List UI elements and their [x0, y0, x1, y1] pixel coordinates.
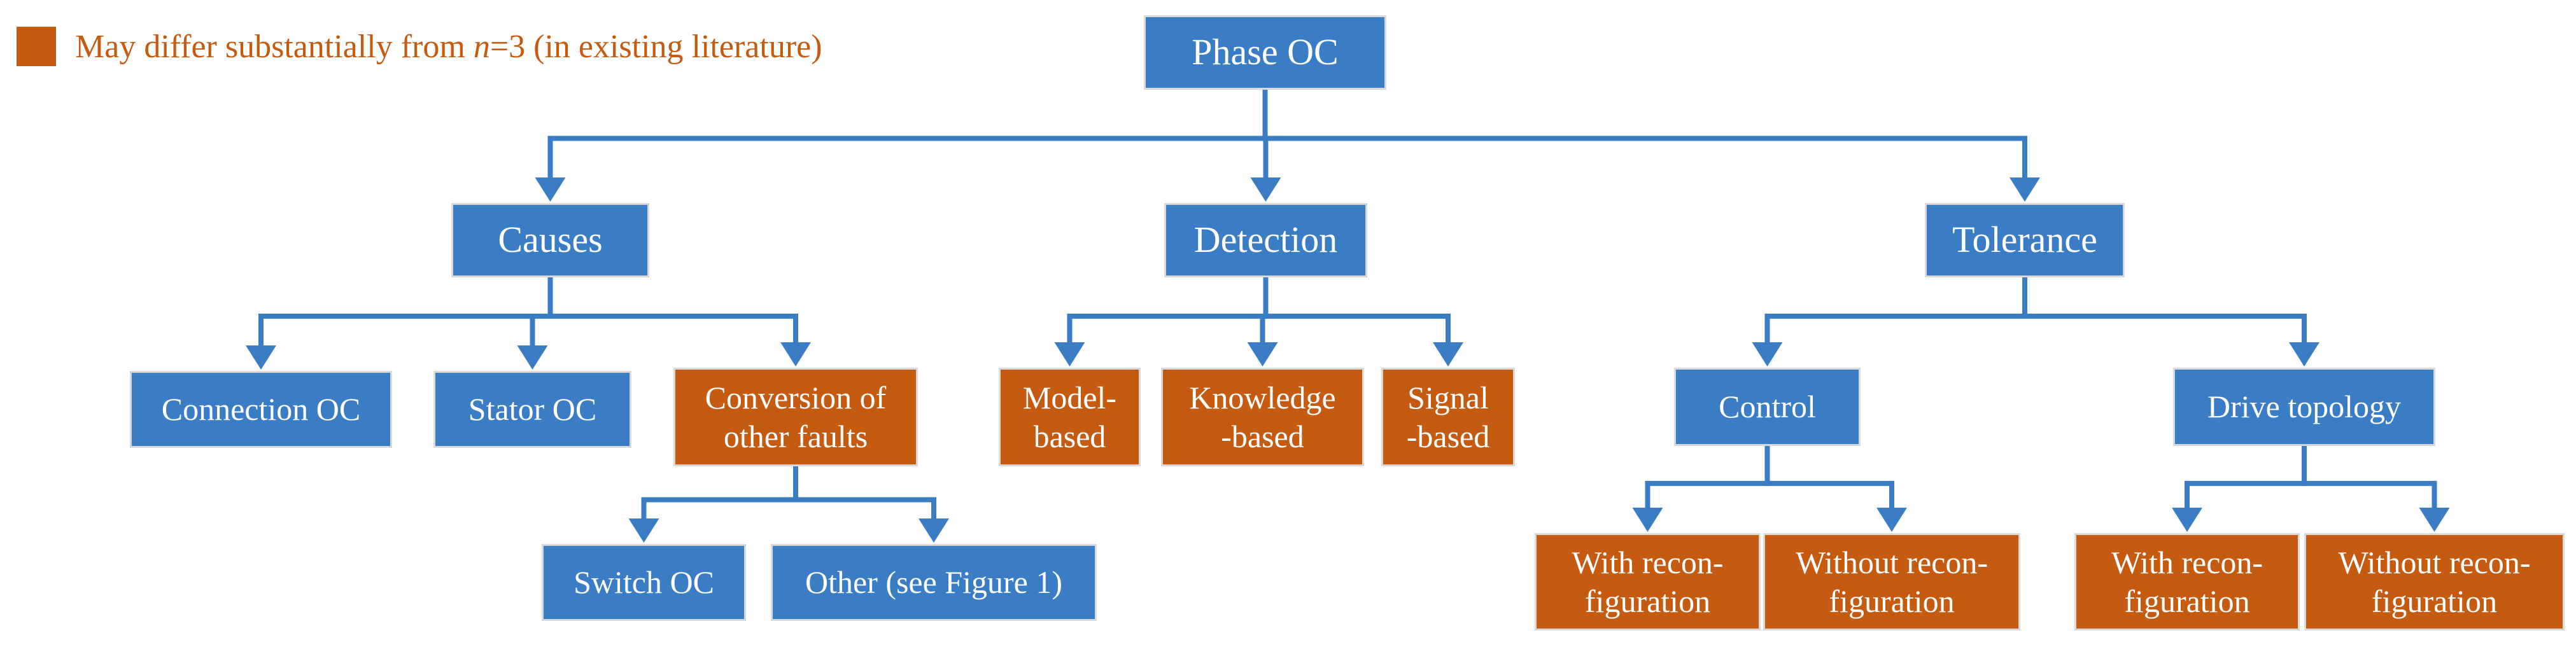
arrowhead-icon	[1632, 508, 1663, 532]
arrowhead-icon	[2009, 177, 2040, 202]
legend: May differ substantially from n=3 (in ex…	[17, 27, 822, 66]
node-topology-with-reconfiguration: With recon- figuration	[2074, 533, 2300, 630]
arrowhead-icon	[2419, 508, 2450, 532]
arrowhead-icon	[1752, 342, 1783, 366]
node-causes: Causes	[451, 203, 649, 277]
node-detection: Detection	[1164, 203, 1367, 277]
node-signal-based: Signal -based	[1381, 368, 1515, 466]
arrowhead-icon	[517, 345, 548, 370]
node-conversion-of-other-faults: Conversion of other faults	[673, 368, 918, 466]
arrowhead-icon	[1250, 177, 1281, 202]
arrowhead-icon	[780, 342, 811, 366]
node-control: Control	[1674, 368, 1861, 446]
arrowhead-icon	[2172, 508, 2202, 532]
arrowhead-icon	[2289, 342, 2319, 366]
legend-variable: n	[473, 28, 490, 65]
node-control-with-reconfiguration: With recon- figuration	[1535, 533, 1761, 630]
arrowhead-icon	[535, 177, 566, 202]
legend-swatch	[17, 27, 56, 66]
arrowhead-icon	[628, 518, 659, 543]
node-switch-oc: Switch OC	[542, 544, 746, 621]
node-control-without-reconfiguration: Without recon- figuration	[1763, 533, 2020, 630]
node-knowledge-based: Knowledge -based	[1161, 368, 1364, 466]
node-drive-topology: Drive topology	[2173, 368, 2435, 446]
arrowhead-icon	[1247, 342, 1278, 366]
arrowhead-icon	[1054, 342, 1085, 366]
node-tolerance: Tolerance	[1925, 203, 2125, 277]
arrowhead-icon	[1433, 342, 1463, 366]
arrowhead-icon	[918, 518, 949, 543]
arrowhead-icon	[1876, 508, 1907, 532]
node-other: Other (see Figure 1)	[771, 544, 1097, 621]
arrowhead-icon	[246, 345, 276, 370]
node-topology-without-reconfiguration: Without recon- figuration	[2304, 533, 2565, 630]
node-stator-oc: Stator OC	[433, 371, 631, 448]
node-connection-oc: Connection OC	[130, 371, 392, 448]
legend-text: May differ substantially from n=3 (in ex…	[75, 28, 822, 65]
node-phase-oc: Phase OC	[1144, 15, 1386, 90]
node-model-based: Model- based	[999, 368, 1141, 466]
